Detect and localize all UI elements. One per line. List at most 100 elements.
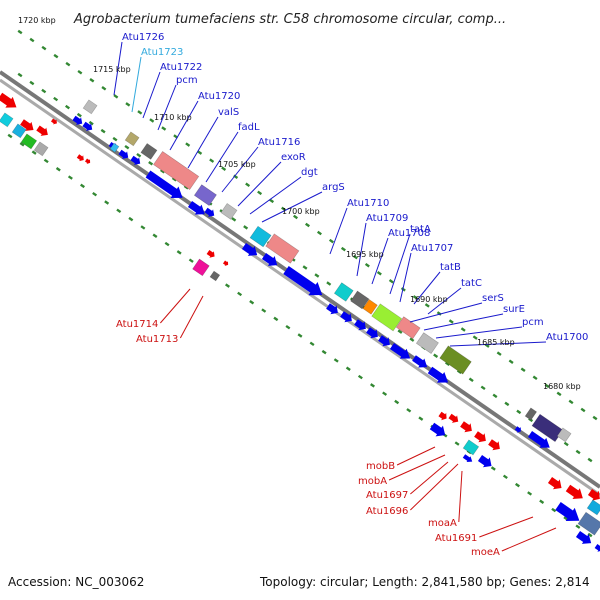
tick-dot: [326, 281, 332, 286]
gene-arrow: [130, 155, 141, 165]
gene-arrow: [354, 319, 366, 331]
gene-label: Atu1726: [122, 32, 164, 43]
gene-label: Atu1707: [411, 243, 453, 254]
gene-label: fadL: [238, 122, 260, 133]
tick-dot: [80, 183, 85, 189]
tick-dot: [592, 415, 598, 421]
tick-dot: [261, 308, 267, 313]
gene-block: [20, 133, 38, 150]
tick-dot: [516, 409, 522, 415]
gene-arrow: [340, 311, 352, 323]
gene-label: Atu1710: [347, 198, 389, 209]
gene-label: Atu1691: [435, 533, 477, 544]
tick-dot: [424, 303, 430, 308]
gene-block: [209, 270, 221, 282]
tick-dot: [100, 128, 106, 134]
tick-dot: [19, 142, 25, 147]
tick-dot: [185, 142, 191, 147]
gene-block: [371, 303, 403, 332]
tick-dot: [575, 524, 581, 529]
tick-dot: [575, 449, 581, 455]
leader-line: [159, 288, 191, 324]
tick-dot: [148, 160, 154, 166]
tick-dot: [161, 126, 167, 131]
tick-dot: [587, 532, 593, 538]
leader-line: [458, 470, 463, 523]
gene-arrow: [587, 489, 600, 501]
tick-dot: [160, 169, 165, 174]
ruler-label: 1680 kbp: [543, 382, 581, 391]
ruler-label: 1715 kbp: [93, 65, 131, 74]
tick-dot: [568, 399, 574, 405]
gene-block: [140, 143, 158, 160]
tick-dot: [243, 225, 249, 230]
tick-dot: [532, 375, 538, 381]
gene-arrow: [145, 170, 183, 199]
tick-dot: [352, 254, 358, 260]
tick-dot: [321, 349, 327, 355]
tick-dot: [7, 133, 13, 139]
tick-dot: [394, 399, 400, 405]
gene-block: [556, 427, 572, 443]
gene-block: [33, 141, 49, 157]
tick-dot: [231, 217, 237, 222]
leader-line: [142, 71, 161, 119]
gene-arrow: [222, 260, 229, 267]
ruler-label: 1700 kbp: [282, 207, 320, 216]
tick-dot: [357, 374, 363, 380]
gene-arrow: [514, 426, 521, 433]
ruler-label: 1685 kbp: [477, 338, 515, 347]
gene-arrow: [20, 119, 34, 131]
leader-line: [479, 516, 534, 538]
accession-text: Accession: NC_003062: [8, 575, 144, 589]
leader-line: [179, 295, 204, 339]
tick-dot: [418, 416, 424, 421]
tick-dot: [89, 78, 95, 83]
gene-block: [220, 203, 238, 220]
gene-block: [249, 225, 272, 248]
tick-dot: [520, 367, 526, 372]
tick-dot: [113, 94, 119, 99]
gene-label: moaA: [428, 518, 457, 529]
tick-dot: [29, 37, 35, 43]
leader-line: [371, 237, 389, 285]
label-leader-lines: [113, 41, 557, 552]
tick-dot: [281, 206, 287, 212]
tick-dot: [164, 241, 170, 247]
tick-dot: [388, 279, 394, 284]
tick-dot: [92, 191, 98, 197]
leader-line: [396, 446, 436, 466]
genome-summary-text: Topology: circular; Length: 2,841,580 bp…: [259, 575, 590, 589]
gene-block: [192, 258, 210, 277]
gene-arrow: [547, 477, 562, 490]
gene-block: [462, 439, 480, 456]
gene-block: [577, 511, 600, 536]
gene-block: [124, 131, 140, 147]
gene-label: argS: [322, 182, 345, 193]
tick-dot: [515, 482, 520, 488]
leader-line: [410, 461, 449, 495]
tick-dot: [67, 175, 73, 180]
tick-dot: [556, 391, 562, 397]
leader-line: [221, 146, 259, 193]
tick-dot: [314, 273, 320, 278]
leader-line: [187, 116, 219, 169]
tick-dot: [17, 72, 23, 78]
gene-block: [439, 345, 472, 375]
gene-arrow: [438, 411, 447, 421]
gene-arrow: [488, 439, 500, 451]
tick-dot: [397, 329, 403, 334]
gene-arrow: [448, 413, 459, 423]
leader-line: [237, 161, 282, 207]
gene-block: [82, 99, 98, 115]
gene-label: moeA: [471, 547, 500, 558]
tick-dot: [504, 401, 510, 407]
gene-block: [524, 407, 538, 421]
tick-dot: [273, 316, 279, 322]
gene-arrow: [474, 431, 486, 443]
tick-dot: [539, 499, 545, 504]
tick-dot: [53, 53, 59, 59]
leader-line: [423, 313, 504, 331]
gene-label: tatC: [461, 278, 482, 289]
